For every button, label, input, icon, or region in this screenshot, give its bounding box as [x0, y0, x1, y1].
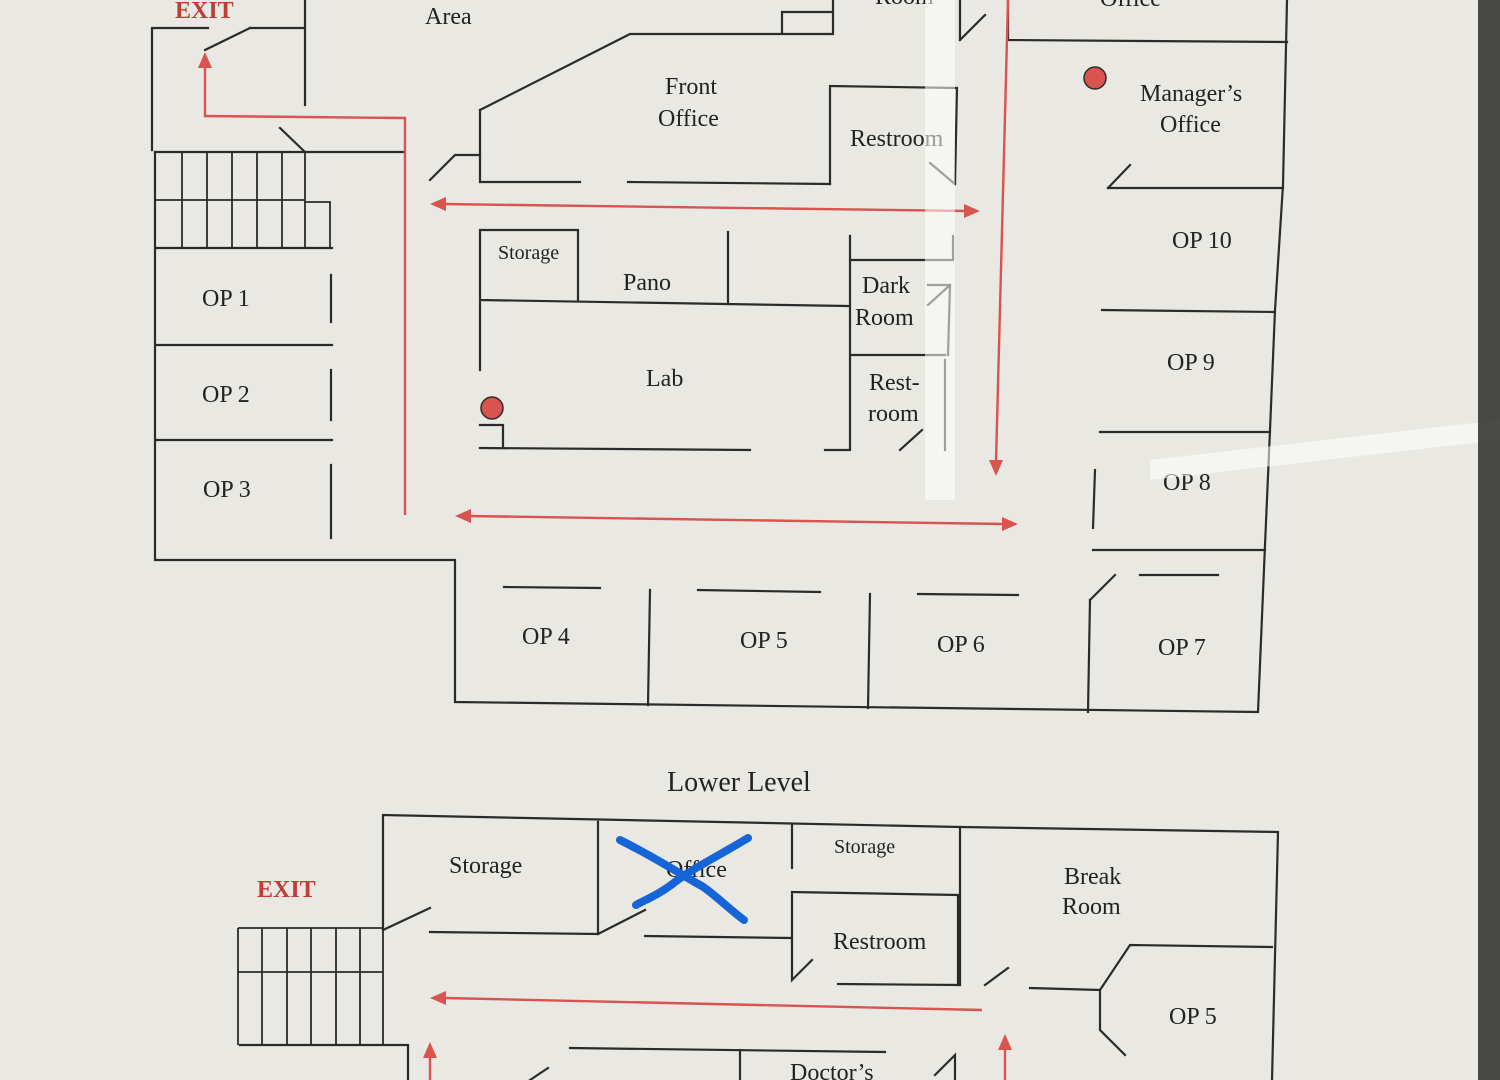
- op1-label: OP 1: [202, 286, 250, 312]
- pano-label: Pano: [623, 270, 671, 296]
- restroom-label-lower: Restroom: [833, 929, 927, 955]
- upper-level-labels: EXIT Area Room Office Front Office Restr…: [175, 0, 1242, 661]
- op9-label: OP 9: [1167, 350, 1215, 376]
- x-mark-icon: [616, 834, 752, 924]
- break-room-label-line1: Break: [1064, 864, 1121, 890]
- doctors-office-label-partial: Doctor’s: [790, 1060, 874, 1080]
- exit-label-lower: EXIT: [257, 877, 316, 903]
- op4-label: OP 4: [522, 624, 570, 650]
- frame-edge: [1478, 0, 1500, 1080]
- fire-extinguisher-icon: [1083, 66, 1107, 90]
- office-label-partial: Office: [1100, 0, 1161, 12]
- managers-office-label-line2: Office: [1160, 112, 1221, 138]
- upper-stairs: [154, 152, 331, 249]
- lower-level-walls: [238, 813, 1280, 1080]
- rest-room-label-line2: room: [868, 401, 919, 427]
- front-office-label-line1: Front: [665, 74, 717, 100]
- exit-label-upper: EXIT: [175, 0, 234, 24]
- lower-level-title: Lower Level: [667, 767, 811, 798]
- managers-office-label-line1: Manager’s: [1140, 81, 1242, 107]
- rest-room-label-line1: Rest-: [869, 370, 920, 396]
- fire-extinguisher-icon: [480, 396, 504, 420]
- break-room-label-line2: Room: [1062, 894, 1121, 920]
- storage-label-upper: Storage: [498, 242, 559, 264]
- lab-label: Lab: [646, 366, 683, 392]
- upper-evacuation-routes: [198, 0, 1018, 531]
- front-office-label-line2: Office: [658, 106, 719, 132]
- glare-reflection: [925, 0, 955, 500]
- op5-lower-label: OP 5: [1169, 1004, 1217, 1030]
- lower-level-labels: EXIT Storage Office Storage Restroom Bre…: [257, 836, 1217, 1080]
- lower-evacuation-routes: [423, 991, 1012, 1080]
- lower-stairs: [237, 927, 384, 1045]
- dark-room-label-line1: Dark: [862, 273, 910, 299]
- op5-label: OP 5: [740, 628, 788, 654]
- op2-label: OP 2: [202, 382, 250, 408]
- storage-label-lower-left: Storage: [449, 853, 522, 879]
- room-label-partial: Room: [875, 0, 934, 10]
- dark-room-label-line2: Room: [855, 305, 914, 331]
- op7-label: OP 7: [1158, 635, 1206, 661]
- glare-reflection: [1150, 420, 1500, 480]
- op6-label: OP 6: [937, 632, 985, 658]
- op3-label: OP 3: [203, 477, 251, 503]
- storage-label-lower-right: Storage: [834, 836, 895, 858]
- area-label: Area: [425, 4, 472, 30]
- upper-level-walls: [150, 0, 1289, 714]
- op10-label: OP 10: [1172, 228, 1232, 254]
